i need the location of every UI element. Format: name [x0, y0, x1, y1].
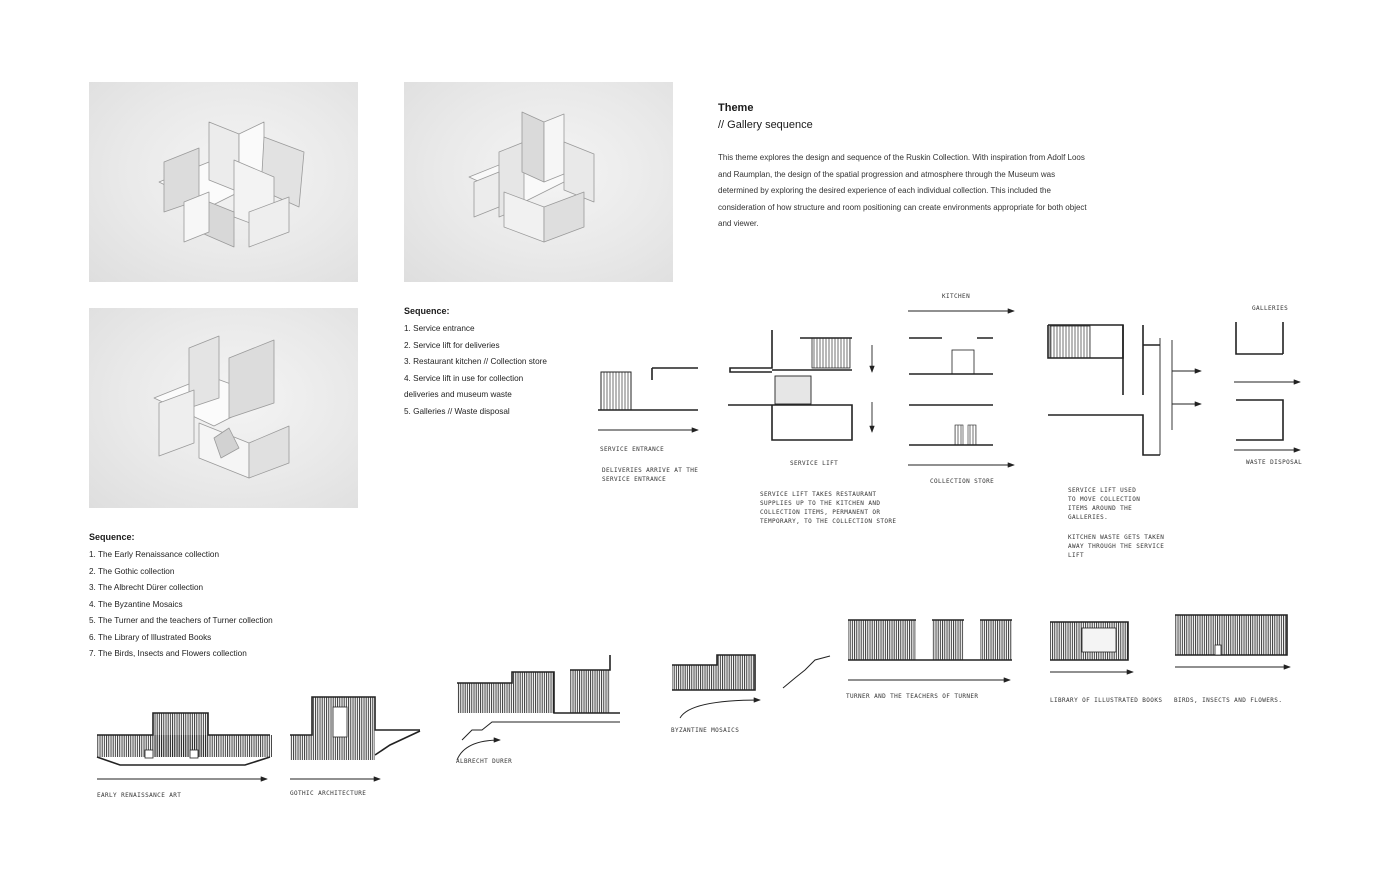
list-item: 4. Service lift in use for collection	[404, 373, 524, 383]
sketch-gothic	[290, 696, 421, 782]
label-collection-store: COLLECTION STORE	[930, 478, 995, 485]
label-waste-note: KITCHEN WASTE GETS TAKEN AWAY THROUGH TH…	[1068, 534, 1165, 559]
list-item: 3. Restaurant kitchen // Collection stor…	[404, 357, 547, 366]
service-sequence-title: Sequence:	[404, 306, 450, 316]
list-item: 5. Galleries // Waste disposal	[404, 406, 510, 416]
label-service-lift: SERVICE LIFT	[790, 460, 839, 467]
label-durer: ALBRECHT DURER	[456, 758, 513, 765]
list-item: 1. Service entrance	[404, 324, 475, 333]
list-item: 4. The Byzantine Mosaics	[89, 599, 183, 609]
list-item: 2. The Gothic collection	[89, 566, 175, 576]
label-lift-used-note: SERVICE LIFT USED TO MOVE COLLECTION ITE…	[1068, 487, 1141, 521]
list-item: deliveries and museum waste	[404, 390, 512, 399]
sketch-turner	[782, 619, 1012, 689]
label-kitchen: KITCHEN	[942, 293, 971, 300]
list-item: 1. The Early Renaissance collection	[89, 550, 220, 559]
theme-subtitle: // Gallery sequence	[718, 119, 813, 131]
sketch-service-lift	[728, 330, 875, 441]
list-item: 7. The Birds, Insects and Flowers collec…	[89, 649, 247, 658]
label-galleries: GALLERIES	[1252, 305, 1289, 312]
theme-paragraph: This theme explores the design and seque…	[718, 153, 1087, 228]
model-photo-2	[404, 82, 673, 282]
sketch-durer	[456, 655, 620, 761]
sketch-kitchen-store	[908, 308, 1015, 468]
label-gothic: GOTHIC ARCHITECTURE	[290, 790, 367, 797]
label-library: LIBRARY OF ILLUSTRATED BOOKS	[1050, 697, 1163, 704]
sketch-birds	[1175, 614, 1291, 670]
list-item: 3. The Albrecht Dürer collection	[89, 583, 204, 592]
sketch-byzantine	[672, 654, 761, 719]
label-deliveries-note: DELIVERIES ARRIVE AT THE SERVICE ENTRANC…	[602, 467, 699, 483]
label-waste-disposal: WASTE DISPOSAL	[1246, 459, 1303, 466]
model-photo-3	[89, 308, 358, 508]
sketch-early-renaissance	[96, 712, 272, 782]
list-item: 6. The Library of Illustrated Books	[89, 632, 212, 642]
theme-title: Theme	[718, 102, 754, 114]
label-lift-note: SERVICE LIFT TAKES RESTAURANT SUPPLIES U…	[760, 491, 897, 525]
list-item: 2. Service lift for deliveries	[404, 340, 500, 350]
list-item: 5. The Turner and the teachers of Turner…	[89, 616, 273, 625]
sketch-galleries	[1047, 322, 1301, 456]
model-photo-1	[89, 82, 358, 282]
sketch-library	[1050, 621, 1134, 675]
gallery-sequence-title: Sequence:	[89, 532, 135, 542]
service-sequence: Sequence: 1. Service entrance 2. Service…	[404, 306, 584, 420]
sketch-service-entrance	[598, 367, 699, 433]
gallery-sequence: Sequence: 1. The Early Renaissance colle…	[89, 532, 329, 663]
label-turner: TURNER AND THE TEACHERS OF TURNER	[846, 693, 979, 700]
label-early-renaissance: EARLY RENAISSANCE ART	[97, 792, 182, 799]
label-service-entrance: SERVICE ENTRANCE	[600, 446, 665, 453]
label-byzantine: BYZANTINE MOSAICS	[671, 727, 740, 734]
label-birds: BIRDS, INSECTS AND FLOWERS.	[1174, 697, 1283, 704]
